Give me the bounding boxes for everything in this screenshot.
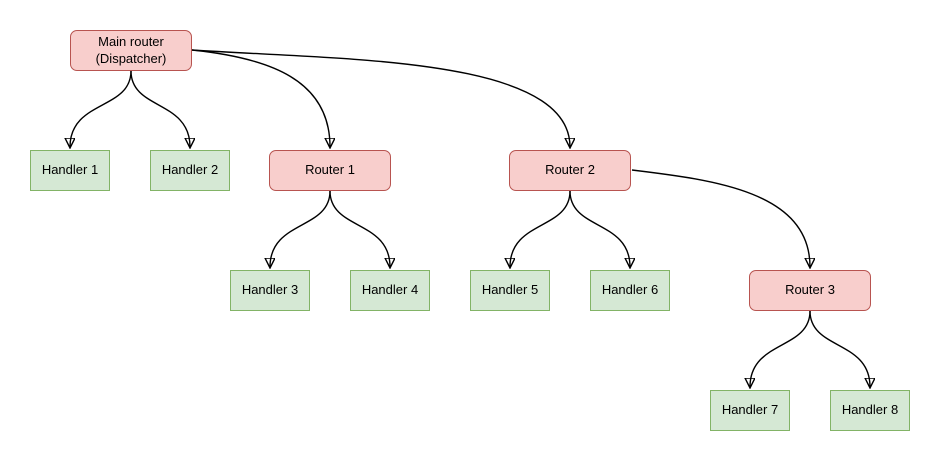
node-handler-4: Handler 4 [350, 270, 430, 311]
node-handler-3-label: Handler 3 [241, 282, 299, 298]
node-router-2-label: Router 2 [545, 162, 595, 178]
node-handler-2-label: Handler 2 [161, 162, 219, 178]
node-router-3-label: Router 3 [785, 282, 835, 298]
edge-router-1-to-handler-3 [270, 190, 331, 267]
node-handler-1: Handler 1 [30, 150, 110, 191]
edge-router-2-to-router-3 [631, 169, 810, 267]
edge-router-3-to-handler-7 [750, 310, 811, 387]
node-handler-3: Handler 3 [230, 270, 310, 311]
node-handler-7: Handler 7 [710, 390, 790, 431]
node-router-1-label: Router 1 [305, 162, 355, 178]
edge-router-3-to-handler-8 [809, 310, 870, 387]
node-handler-8-label: Handler 8 [841, 402, 899, 418]
node-main-router-label: Main router (Dispatcher) [95, 34, 167, 66]
node-main-router: Main router (Dispatcher) [70, 30, 192, 71]
node-router-3: Router 3 [749, 270, 871, 311]
node-handler-1-label: Handler 1 [41, 162, 99, 178]
edge-router-2-to-handler-5 [510, 190, 571, 267]
edge-main-router-to-router-1 [191, 49, 330, 147]
edge-router-1-to-handler-4 [329, 190, 390, 267]
node-handler-5: Handler 5 [470, 270, 550, 311]
node-handler-5-label: Handler 5 [481, 282, 539, 298]
node-handler-8: Handler 8 [830, 390, 910, 431]
edge-main-router-to-handler-2 [130, 70, 190, 147]
node-router-2: Router 2 [509, 150, 631, 191]
node-handler-7-label: Handler 7 [721, 402, 779, 418]
node-handler-4-label: Handler 4 [361, 282, 419, 298]
edge-main-router-to-router-2 [191, 49, 570, 147]
node-handler-6-label: Handler 6 [601, 282, 659, 298]
edge-main-router-to-handler-1 [70, 70, 132, 147]
node-handler-2: Handler 2 [150, 150, 230, 191]
node-router-1: Router 1 [269, 150, 391, 191]
node-handler-6: Handler 6 [590, 270, 670, 311]
edge-router-2-to-handler-6 [569, 190, 630, 267]
